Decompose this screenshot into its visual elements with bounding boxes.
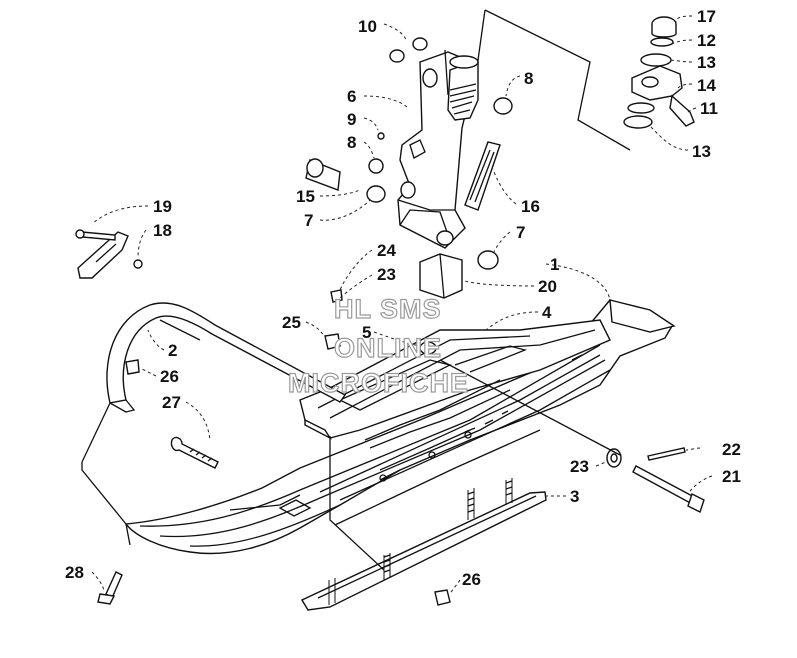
nut-part-10 <box>389 37 428 63</box>
callout-23-lower: 23 <box>570 457 589 476</box>
nut-part-25 <box>324 333 341 350</box>
callout-8-upper: 8 <box>524 69 533 88</box>
cotter-pin-part-22 <box>647 447 686 461</box>
steering-arm-assembly <box>623 16 695 129</box>
callout-16: 16 <box>521 197 540 216</box>
callout-13-upper: 13 <box>697 53 716 72</box>
bushing-part-7-upper <box>366 185 386 203</box>
leader-lines <box>81 9 713 595</box>
grease-fitting-part-9 <box>377 132 385 140</box>
callout-28: 28 <box>65 563 84 582</box>
bushing-part-spindle <box>436 230 454 246</box>
watermark-line2: ONLINE <box>334 333 442 363</box>
callout-13-lower: 13 <box>692 142 711 161</box>
nut-part-24 <box>330 289 343 303</box>
callout-1: 1 <box>550 255 559 274</box>
bolt-part-21 <box>632 465 705 513</box>
callout-6: 6 <box>347 87 356 106</box>
callout-26-lower: 26 <box>462 570 481 589</box>
callout-10: 10 <box>358 17 377 36</box>
watermark-line3: MICROFICHE <box>288 368 469 398</box>
callout-4: 4 <box>542 303 552 322</box>
nut-part-23-top <box>419 341 437 355</box>
callout-25: 25 <box>282 313 301 332</box>
bolt-part-19 <box>75 229 116 241</box>
callout-20: 20 <box>538 277 557 296</box>
callout-14: 14 <box>697 76 716 95</box>
nut-part-26-top <box>125 359 140 375</box>
bushing-part-8-upper <box>493 97 513 115</box>
bumper-part-20 <box>419 253 463 299</box>
bolt-part-27 <box>170 436 219 469</box>
callout-2: 2 <box>168 341 177 360</box>
callout-9: 9 <box>347 110 356 129</box>
callout-11: 11 <box>700 99 718 118</box>
bushing-part-7-lower <box>477 250 499 270</box>
callout-23-upper: 23 <box>377 265 396 284</box>
callout-7-right: 7 <box>516 223 525 242</box>
watermark-line1: HL SMS <box>334 294 442 324</box>
callout-18: 18 <box>153 221 172 240</box>
callout-8-lower: 8 <box>347 133 356 152</box>
callout-21: 21 <box>722 467 741 486</box>
nut-part-26-bottom <box>434 589 451 606</box>
wear-rod-part-3 <box>301 478 547 611</box>
watermark: HL SMS ONLINE MICROFICHE <box>287 293 469 398</box>
bushing-part-8-lower <box>368 158 384 174</box>
callout-22: 22 <box>722 440 741 459</box>
callout-12: 12 <box>697 31 716 50</box>
callout-15: 15 <box>296 187 315 206</box>
bracket-part-18 <box>77 231 143 279</box>
callout-19: 19 <box>153 197 172 216</box>
callout-24: 24 <box>377 241 396 260</box>
bushing-part-15 <box>305 158 341 191</box>
bolt-part-28 <box>97 571 123 605</box>
callout-7-left: 7 <box>304 211 313 230</box>
callout-27: 27 <box>162 393 181 412</box>
callout-3: 3 <box>570 487 579 506</box>
callout-numbers: 10 17 12 13 14 11 13 8 6 9 8 15 7 16 7 1… <box>65 7 741 589</box>
callout-26-upper: 26 <box>160 367 179 386</box>
spindle-part-6 <box>397 49 479 249</box>
decal-part-16 <box>464 141 501 211</box>
callout-5: 5 <box>362 323 371 342</box>
saddle-part-4 <box>299 319 611 482</box>
callout-17: 17 <box>697 7 716 26</box>
ski-loop-part-2 <box>106 302 347 413</box>
